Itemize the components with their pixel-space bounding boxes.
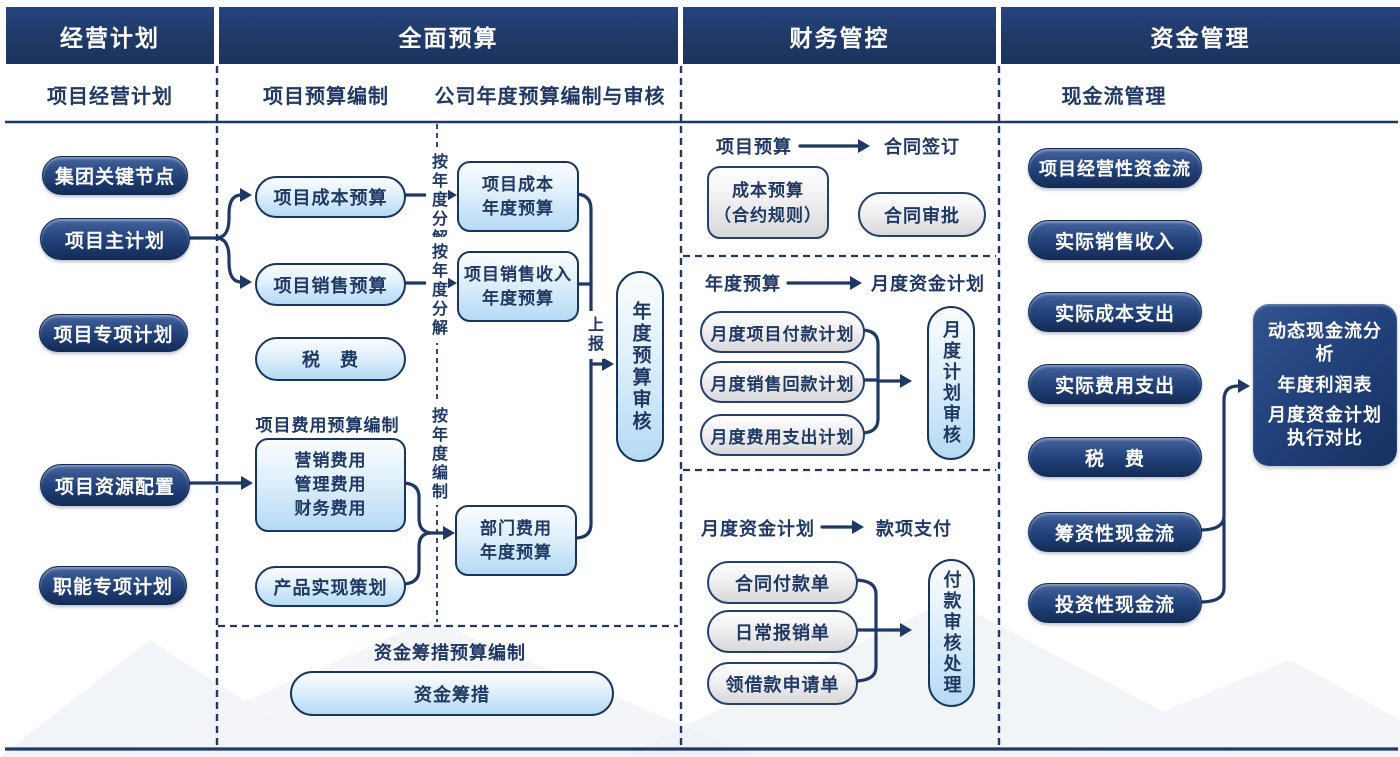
label-by-year-split-2: 按年度分解 — [426, 237, 448, 343]
fee-line-marketing: 营销费用 — [294, 451, 367, 470]
node-cost-annual-budget: 项目成本 年度预算 — [457, 161, 579, 232]
node-project-master-plan: 项目主计划 — [40, 218, 190, 260]
node-project-resource-alloc: 项目资源配置 — [40, 464, 190, 506]
node-dept-annual-budget: 部门费用 年度预算 — [455, 505, 577, 576]
node-contract-payment-form: 合同付款单 — [707, 561, 858, 604]
node-group-key-points: 集团关键节点 — [42, 156, 188, 195]
label-project-fee-budget: 项目费用预算编制 — [255, 415, 400, 435]
label-contract-signing: 合同签订 — [884, 137, 960, 157]
label-monthly-fund-plan: 月度资金计划 — [871, 274, 985, 294]
header-full-budget: 全面预算 — [219, 7, 678, 64]
label-by-year-split-1: 按年度分解 — [426, 147, 448, 253]
label-payment: 款项支付 — [876, 519, 952, 539]
node-actual-cost-expense: 实际成本支出 — [1028, 292, 1202, 332]
subheader-company-budget: 公司年度预算编制与审核 — [434, 85, 666, 108]
node-product-planning: 产品实现策划 — [255, 566, 406, 607]
node-fund-raise: 资金筹措 — [290, 671, 614, 716]
label-monthly-fund-plan-from: 月度资金计划 — [701, 519, 815, 539]
node-sales-annual-budget: 项目销售收入 年度预算 — [457, 251, 579, 322]
node-monthly-project-payment-plan: 月度项目付款计划 — [700, 311, 865, 353]
node-monthly-plan-review: 月度计划审核 — [927, 306, 975, 460]
node-financing-cashflow: 筹资性现金流 — [1028, 512, 1202, 552]
node-project-cost-budget: 项目成本预算 — [255, 176, 406, 218]
label-by-year-make: 按年度编制 — [426, 403, 448, 505]
node-cost-budget-contract-rule: 成本预算 （合约规则） — [707, 166, 829, 239]
label-project-budget-from: 项目预算 — [716, 137, 792, 157]
node-investing-cashflow: 投资性现金流 — [1028, 583, 1202, 623]
summary-monthly-plan-compare: 月度资金计划执行对比 — [1268, 405, 1382, 449]
node-tax-fee: 税 费 — [255, 337, 406, 381]
header-finance-control: 财务管控 — [683, 7, 996, 64]
subheader-project-budget: 项目预算编制 — [263, 85, 389, 108]
node-contract-approval: 合同审批 — [858, 192, 986, 237]
node-project-operating-cashflow: 项目经营性资金流 — [1028, 148, 1202, 188]
arrowheads — [240, 139, 1250, 637]
node-monthly-expense-plan: 月度费用支出计划 — [700, 414, 865, 456]
label-report-up: 上报 — [582, 311, 604, 359]
node-cashflow-analysis-summary: 动态现金流分析 年度利润表 月度资金计划执行对比 — [1253, 304, 1397, 466]
node-monthly-sales-collection-plan: 月度销售回款计划 — [700, 361, 865, 403]
node-loan-application-form: 领借款申请单 — [707, 662, 858, 705]
subheader-cashflow: 现金流管理 — [1061, 85, 1167, 108]
node-tax-fee-actual: 税 费 — [1028, 437, 1202, 477]
fee-line-management: 管理费用 — [294, 475, 367, 494]
summary-dynamic-cashflow: 动态现金流分析 — [1268, 320, 1382, 364]
header-business-plan: 经营计划 — [6, 7, 214, 64]
node-project-sales-budget: 项目销售预算 — [255, 263, 406, 306]
node-payment-review-process: 付款审核处理 — [928, 559, 975, 707]
node-daily-reimbursement-form: 日常报销单 — [707, 610, 858, 653]
fee-line-finance: 财务费用 — [294, 499, 367, 518]
header-fund-management: 资金管理 — [1001, 7, 1400, 64]
node-annual-budget-review: 年度预算审核 — [616, 271, 664, 462]
node-actual-sales-income: 实际销售收入 — [1028, 220, 1202, 260]
node-actual-fee-expense: 实际费用支出 — [1028, 364, 1202, 404]
summary-annual-profit: 年度利润表 — [1277, 374, 1373, 395]
node-fee-box: 营销费用 管理费用 财务费用 — [255, 438, 406, 532]
subheader-project-plan: 项目经营计划 — [47, 85, 173, 108]
label-fund-raise-budget: 资金筹措预算编制 — [374, 643, 526, 663]
node-function-special-plan: 职能专项计划 — [39, 566, 187, 605]
node-project-special-plan: 项目专项计划 — [39, 314, 188, 352]
label-annual-budget-from: 年度预算 — [705, 274, 781, 294]
